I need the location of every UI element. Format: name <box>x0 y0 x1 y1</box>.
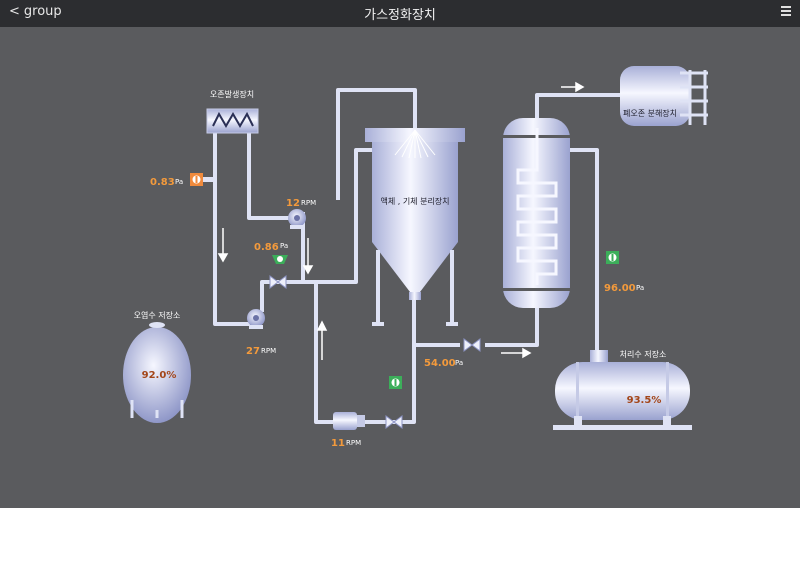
pressure-2-unit: Pa <box>280 242 288 250</box>
flow-arrows <box>217 81 585 360</box>
separator-vessel <box>365 128 465 326</box>
pipes <box>213 88 620 424</box>
scrubber-column <box>503 118 570 308</box>
pump-mid-unit: RPM <box>261 347 276 355</box>
pipe-bottom-right <box>365 343 460 424</box>
pipe-ozone-down <box>213 128 250 326</box>
inline-valves <box>269 275 481 429</box>
pump-bottom-unit: RPM <box>346 439 361 447</box>
pump-top-unit: RPM <box>301 199 316 207</box>
wastewater-tank <box>123 322 191 423</box>
valve-green-icon-2 <box>389 376 402 389</box>
treated-tank-label: 처리수 저장소 <box>620 349 667 359</box>
treated-level: 93.5% <box>627 395 662 406</box>
valve-orange-icon <box>190 173 215 186</box>
wastewater-level: 92.0% <box>142 370 177 381</box>
pressure-3-value: 54.00 <box>424 358 456 369</box>
separator-label: 액체 , 기체 분리장치 <box>380 196 449 206</box>
wastewater-tank-label: 오염수 저장소 <box>134 310 181 320</box>
pipe-to-treated <box>570 148 599 352</box>
process-diagram: 오존발생장치 액체 , 기체 분리장치 폐오존 분해장치 오염수 저장소 처리수… <box>0 27 800 508</box>
treated-water-tank <box>553 350 692 430</box>
pressure-1-value: 0.83 <box>150 177 175 188</box>
chevron-left-icon: < <box>9 4 20 19</box>
pipe-bottom-left <box>314 282 333 424</box>
page-title: 가스정화장치 <box>364 8 436 23</box>
ozone-generator <box>206 108 259 134</box>
pressure-4-value: 96.00 <box>604 283 636 294</box>
pipe-manifold <box>260 148 372 312</box>
back-label: group <box>23 4 62 19</box>
pressure-3-unit: Pa <box>455 359 463 367</box>
pipe-to-waste-ozone <box>535 93 620 128</box>
pump-top <box>288 209 306 229</box>
pressure-1-unit: Pa <box>175 178 183 186</box>
pressure-4-unit: Pa <box>636 284 644 292</box>
pipe-ozone-pump <box>247 128 293 220</box>
waste-ozone-decomposer <box>620 66 708 126</box>
valve-green-icon-3 <box>606 251 619 264</box>
spray-nozzle-icon <box>394 129 436 159</box>
pipe-top-loop <box>336 88 417 200</box>
waste-ozone-label: 폐오존 분해장치 <box>623 108 677 118</box>
valve-green-icon-1 <box>272 255 288 264</box>
pump-mid <box>247 309 265 329</box>
pump-mid-rpm: 27 <box>246 346 260 357</box>
pressure-2-value: 0.86 <box>254 242 279 253</box>
diagram-svg: 오존발생장치 액체 , 기체 분리장치 폐오존 분해장치 오염수 저장소 처리수… <box>123 66 708 449</box>
pump-bottom-rpm: 11 <box>331 438 345 449</box>
pump-bottom <box>333 412 365 430</box>
top-bar: < group 가스정화장치 <box>0 0 800 27</box>
ozone-generator-label: 오존발생장치 <box>210 89 254 99</box>
hamburger-menu-icon[interactable] <box>781 6 791 16</box>
pump-top-rpm: 12 <box>286 198 300 209</box>
back-button[interactable]: < group <box>9 4 62 19</box>
